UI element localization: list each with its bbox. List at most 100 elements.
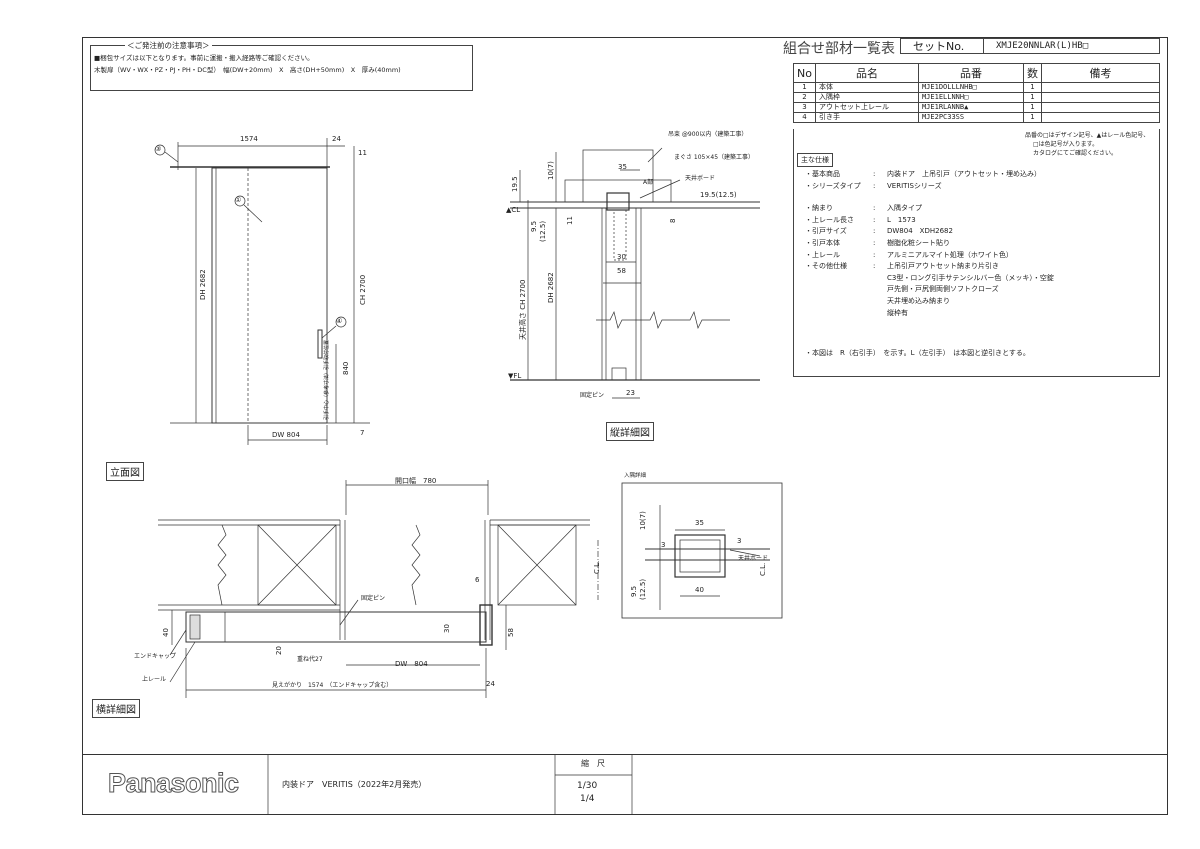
spec-value: 内装ドア 上吊引戸（アウトセット・埋め込み） — [887, 170, 1041, 178]
detail-dim-9-5: 9.5 — [630, 585, 638, 597]
spec-key: ・納まり — [805, 204, 833, 213]
spec-extra: C3型・ロング引手サテンシルバー色（メッキ）・空錠 — [887, 273, 1054, 282]
spec-key: ・引戸本体 — [805, 238, 840, 247]
set-label: セットNo. — [901, 39, 984, 53]
vs-dim-12-5: (12.5) — [539, 220, 547, 242]
row-note — [1040, 112, 1161, 123]
spec-key: ・上レール — [805, 250, 840, 259]
horizontal-section-label: 横詳細図 — [92, 699, 140, 718]
spec-key: ・その他仕様 — [805, 262, 847, 271]
spec-list: ・基本商品:内装ドア 上吊引戸（アウトセット・埋め込み） ・シリーズタイプ:VE… — [805, 169, 1054, 319]
vs-dim-19-5: 19.5 — [511, 176, 519, 192]
remark-1: 品番の□はデザイン記号、▲はレール色記号、 — [1025, 132, 1150, 139]
spec-value: 入隅タイプ — [887, 204, 922, 213]
vs-note-bar: まぐさ 105×45（建築工事） — [674, 154, 755, 161]
hs-pin: 固定ピン — [361, 595, 386, 602]
hs-dim-24: 24 — [486, 680, 495, 688]
hs-dim-dw: DW 804 — [395, 660, 428, 668]
vs-dim-23: 23 — [626, 389, 635, 397]
vs-dim-9-5: 9.5 — [530, 220, 538, 232]
callout-1: ① — [235, 196, 242, 204]
elev-dim-dw: DW 804 — [272, 431, 300, 439]
title-block — [82, 754, 1168, 816]
vs-dim-ch: 天井高さ CH 2700 — [519, 279, 527, 340]
vs-dim-35: 35 — [618, 163, 627, 171]
detail-cl: C.L. — [759, 562, 767, 576]
vs-note-a: A部 — [643, 179, 654, 186]
spec-footnote: ・本図は R（右引手） を示す。L（左引手） は本図と逆引きとする。 — [805, 349, 1030, 357]
hs-opening: 開口幅 780 — [395, 477, 437, 485]
table-row: 3 アウトセット上レール MJE1RLANNB▲ 1 — [793, 102, 1161, 113]
callout-4: ④ — [336, 317, 343, 325]
detail-dim-3a: 3 — [661, 541, 666, 549]
spec-value: 樹脂化粧シート貼り — [887, 238, 950, 247]
hs-dim-30: 30 — [443, 624, 451, 633]
spec-extra: 天井埋め込み納まり — [887, 296, 950, 305]
vs-dim-11: 11 — [566, 216, 574, 225]
spec-value: DW804 XDH2682 — [887, 227, 953, 236]
elev-dim-840: 840 — [342, 361, 350, 375]
hs-cl: C.L. — [593, 560, 601, 574]
vs-fl: ▼FL — [508, 372, 522, 380]
product-name: 内装ドア VERITIS（2022年2月発売） — [282, 780, 427, 789]
notes-heading: ＜ご発注前の注意事項＞ — [125, 41, 212, 50]
set-number-box: セットNo. XMJE20NNLAR(L)HB□ — [900, 38, 1160, 54]
scale-label: 縮 尺 — [581, 759, 605, 768]
elev-door — [211, 167, 328, 424]
vs-dim-8: 8 — [669, 218, 677, 223]
notes-line1: ■梱包サイズは以下となります。事前に運搬・搬入経路等ご確認ください。 — [94, 54, 314, 62]
table-row: 4 引き手 MJE2PC33SS 1 — [793, 112, 1161, 123]
remark-2: □は色記号が入ります。 — [1033, 141, 1099, 148]
vs-dim-58: 58 — [617, 267, 626, 275]
handle-note: 引手中心（参考寸法）引手取付位置 — [324, 339, 330, 420]
vs-note-board: 天井ボード — [685, 175, 716, 182]
elev-dim-ch: CH 2700 — [359, 274, 367, 305]
hs-dim-27: 重ね代27 — [297, 656, 323, 663]
hs-rail: 上レール — [142, 676, 167, 683]
vs-cl: ▲CL — [506, 206, 521, 214]
detail-dim-35: 35 — [695, 519, 704, 527]
detail-dim-3b: 3 — [737, 537, 742, 545]
hs-dim-20: 20 — [275, 646, 283, 655]
remark-3: カタログにてご確認ください。 — [1033, 150, 1118, 157]
vs-dim-30: 30 — [617, 253, 626, 261]
elev-dim-11: 11 — [358, 149, 367, 157]
notes-line2: 木製扉（WV・WX・PZ・PJ・PH・DC型） 幅(DW+20mm) X 高さ(… — [94, 66, 401, 74]
scale-2: 1/4 — [580, 794, 595, 804]
hs-dim-40: 40 — [162, 628, 170, 637]
spec-value: L 1573 — [887, 215, 916, 224]
elev-dim-24: 24 — [332, 135, 341, 143]
hs-dim-1574: 見えがかり 1574 （エンドキャップ含む） — [272, 682, 393, 689]
spec-key: ・上レール長さ — [805, 215, 854, 224]
elev-dim-dh: DH 2682 — [199, 269, 207, 300]
hs-dim-6: 6 — [475, 576, 480, 584]
parts-table: No 品名 品番 数 備考 1 本体 MJE1DOLLLNHB□ 1 2 入隅枠… — [793, 63, 1161, 123]
spec-extra: 縦枠有 — [887, 308, 908, 317]
vs-dim-10-7: 10(7) — [547, 161, 555, 180]
panasonic-logo: Panasonic — [108, 768, 240, 799]
detail-dim-12-5: (12.5) — [639, 578, 647, 600]
scale-1: 1/30 — [577, 781, 598, 791]
hs-endcap: エンドキャップ — [134, 653, 177, 660]
vs-dim-dh: DH 2682 — [547, 272, 555, 303]
spec-key: ・引戸サイズ — [805, 227, 847, 236]
spec-extra: 戸先側・戸尻側両側ソフトクローズ — [887, 285, 999, 294]
elevation-label: 立面図 — [106, 462, 144, 481]
elev-dim-7: 7 — [360, 429, 365, 437]
vs-pin: 固定ピン — [580, 392, 605, 399]
detail-dim-10-7: 10(7) — [639, 511, 647, 530]
page-title: 組合せ部材一覧表 — [783, 41, 895, 57]
order-notes-box — [90, 45, 473, 91]
spec-value: VERITISシリーズ — [887, 181, 942, 190]
spec-key: ・基本商品 — [805, 170, 840, 178]
hs-dim-58: 58 — [507, 628, 515, 637]
spec-box — [793, 129, 1160, 377]
vertical-section-label: 縦詳細図 — [606, 422, 654, 441]
spec-value: アルミニアルマイト処理（ホワイト色） — [887, 250, 1013, 259]
spec-value: 上吊引戸アウトセット納まり片引き — [887, 262, 999, 271]
vs-dim-19-5b: 19.5(12.5) — [700, 191, 737, 199]
spec-key: ・シリーズタイプ — [805, 181, 861, 190]
detail-board: 天井ボード — [738, 555, 769, 562]
detail-label: 入隅詳細 — [624, 473, 647, 479]
